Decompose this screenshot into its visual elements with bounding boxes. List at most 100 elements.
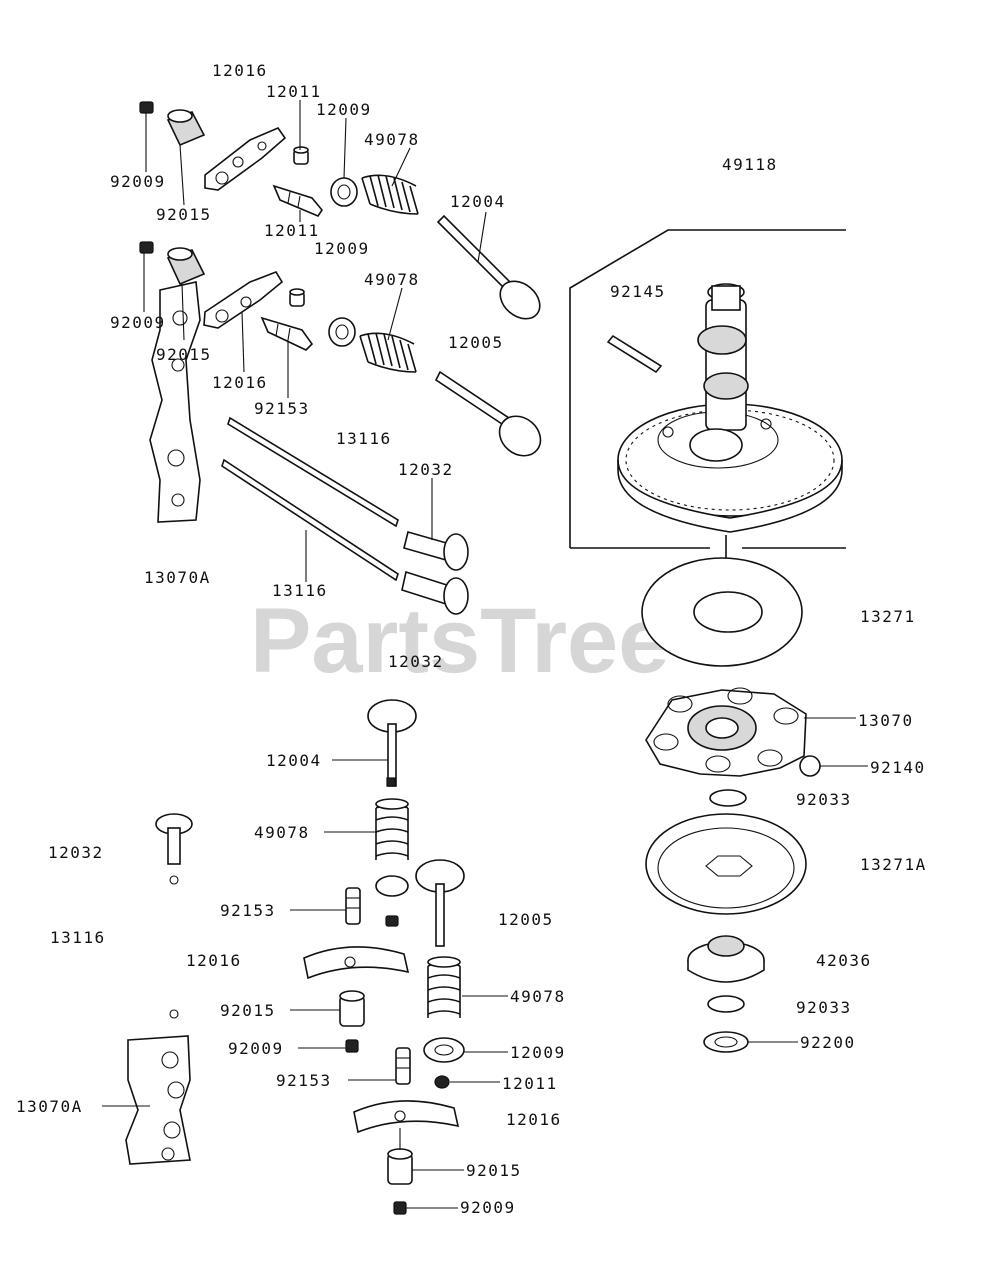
screw-upper — [139, 101, 154, 114]
circlip-upper — [709, 789, 747, 807]
ball-92140 — [799, 755, 821, 777]
label-12009: 12009 — [316, 100, 372, 119]
label-92153: 92153 — [254, 399, 310, 418]
label-49078: 49078 — [254, 823, 310, 842]
pivot-upper — [293, 146, 309, 165]
adjuster-nut-upper — [166, 109, 206, 147]
rocker-lower-a — [303, 946, 410, 980]
stud-lower-b — [395, 1047, 411, 1085]
label-49078: 49078 — [510, 987, 566, 1006]
label-92009: 92009 — [110, 313, 166, 332]
camshaft — [689, 283, 749, 462]
label-92009: 92009 — [228, 1039, 284, 1058]
label-12016: 12016 — [186, 951, 242, 970]
push-rod-a — [227, 416, 399, 528]
adjuster-nut-lower — [166, 247, 206, 286]
label-12009: 12009 — [314, 239, 370, 258]
stud-upper — [272, 184, 323, 217]
rocker-lower-b — [353, 1100, 460, 1134]
adjuster-lower-a — [339, 990, 365, 1027]
rocker-arm-lower — [203, 271, 284, 329]
label-13116: 13116 — [50, 928, 106, 947]
label-92033: 92033 — [796, 998, 852, 1017]
label-13271A: 13271A — [860, 855, 927, 874]
label-12004: 12004 — [450, 192, 506, 211]
valve-exhaust-upper — [436, 214, 541, 320]
label-12032: 12032 — [398, 460, 454, 479]
label-12016: 12016 — [212, 61, 268, 80]
label-49118: 49118 — [722, 155, 778, 174]
label-13271: 13271 — [860, 607, 916, 626]
valve-exhaust-lower — [367, 699, 417, 787]
part-labels: 12016 12011 12009 49078 92009 92015 1201… — [16, 61, 927, 1217]
valve-spring-mid — [359, 332, 417, 373]
label-13116: 13116 — [336, 429, 392, 448]
screw-lower-b — [393, 1201, 407, 1215]
label-49078: 49078 — [364, 270, 420, 289]
label-92153: 92153 — [220, 901, 276, 920]
valve-spring-lower-a — [375, 798, 409, 860]
label-92015: 92015 — [220, 1001, 276, 1020]
keeper-b — [385, 915, 399, 927]
retainer-lower-a — [375, 875, 409, 897]
label-92153: 92153 — [276, 1071, 332, 1090]
label-92140: 92140 — [870, 758, 926, 777]
pivot-lower-b — [434, 1075, 450, 1089]
screw-lower-a — [345, 1039, 359, 1053]
gear-hub — [687, 935, 765, 983]
label-12032: 12032 — [48, 843, 104, 862]
label-12009: 12009 — [510, 1043, 566, 1062]
stud-lower-a — [345, 887, 361, 925]
valve-spring-lower-b — [427, 956, 461, 1018]
adjuster-lower-b — [387, 1148, 413, 1185]
governor-cup — [645, 813, 807, 915]
label-13070A: 13070A — [16, 1097, 83, 1116]
label-12032: 12032 — [388, 652, 444, 671]
valve-intake-upper — [434, 370, 542, 457]
label-92015: 92015 — [156, 345, 212, 364]
keeper-a — [386, 777, 396, 787]
stud-lower — [260, 316, 314, 351]
pivot-lower — [289, 288, 305, 307]
label-92015: 92015 — [466, 1161, 522, 1180]
label-13116: 13116 — [272, 581, 328, 600]
label-12005: 12005 — [498, 910, 554, 929]
leader-lines — [102, 100, 868, 1209]
washer-92200 — [703, 1031, 749, 1053]
tappet-lower — [401, 570, 469, 615]
rocker-arm-upper — [204, 127, 287, 191]
retainer-lower-b — [423, 1037, 465, 1063]
guide-plate-upper — [149, 281, 201, 523]
label-92009: 92009 — [460, 1198, 516, 1217]
label-13070A: 13070A — [144, 568, 211, 587]
label-12016: 12016 — [506, 1110, 562, 1129]
guide-plate-lower — [125, 1035, 191, 1165]
label-49078: 49078 — [364, 130, 420, 149]
tappet-upper — [403, 531, 469, 571]
label-92145: 92145 — [610, 282, 666, 301]
label-12011: 12011 — [266, 82, 322, 101]
circlip-lower — [707, 995, 745, 1013]
thrust-washer — [641, 557, 803, 667]
governor-plate — [645, 687, 807, 777]
label-12016: 12016 — [212, 373, 268, 392]
screw-lower — [139, 241, 154, 254]
valve-spring-upper — [361, 174, 419, 215]
push-rod-b — [221, 458, 399, 582]
label-92015: 92015 — [156, 205, 212, 224]
label-92033: 92033 — [796, 790, 852, 809]
label-42036: 42036 — [816, 951, 872, 970]
label-12011: 12011 — [264, 221, 320, 240]
retainer-upper — [330, 177, 358, 207]
label-12011: 12011 — [502, 1074, 558, 1093]
label-13070: 13070 — [858, 711, 914, 730]
cam-pin — [606, 334, 663, 374]
label-12004: 12004 — [266, 751, 322, 770]
label-92009: 92009 — [110, 172, 166, 191]
tappet-left — [155, 813, 193, 865]
label-12005: 12005 — [448, 333, 504, 352]
retainer-mid — [328, 317, 356, 347]
label-92200: 92200 — [800, 1033, 856, 1052]
